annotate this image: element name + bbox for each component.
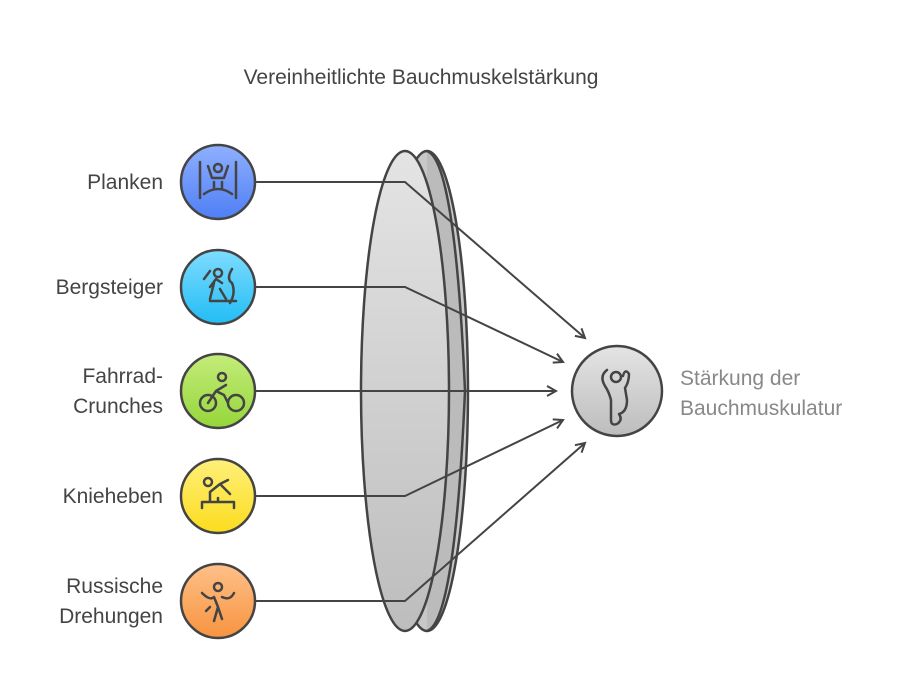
input-label: Planken	[87, 171, 163, 194]
input-node: Planken	[87, 143, 257, 221]
connector-arrow	[256, 286, 563, 362]
connections	[256, 181, 585, 602]
input-label: Drehungen	[59, 605, 163, 628]
output-label-line1: Stärkung der	[680, 367, 800, 390]
ab-muscle-icon	[601, 368, 631, 426]
input-label: Russische	[66, 575, 163, 598]
twisting-person-icon	[200, 581, 236, 623]
input-node: Knieheben	[63, 457, 257, 535]
climber-icon	[202, 267, 238, 305]
cyclist-icon	[198, 371, 246, 413]
connector-arrow	[256, 181, 585, 338]
input-circle	[179, 143, 257, 221]
input-label: Knieheben	[63, 485, 163, 508]
input-label: Fahrrad-	[82, 365, 163, 388]
input-node: Fahrrad- Crunches	[73, 352, 257, 430]
input-circle	[179, 457, 257, 535]
svg-text:Fahrrad-Crunches: Fahrrad- Crunches	[73, 365, 163, 418]
input-node: Bergsteiger	[56, 248, 257, 326]
diagram-title: Vereinheitlichte Bauchmuskelstärkung	[244, 66, 599, 89]
input-circle	[179, 248, 257, 326]
input-circle	[179, 562, 257, 640]
pull-up-icon	[198, 160, 238, 200]
input-label: Crunches	[73, 395, 163, 418]
output-label-line2: Bauchmuskulatur	[680, 397, 842, 420]
connector-arrow	[256, 443, 585, 602]
svg-text:Bergsteiger: Bergsteiger	[56, 276, 163, 299]
svg-text:Planken: Planken	[87, 171, 163, 194]
connector-arrow	[256, 420, 563, 497]
svg-text:Knieheben: Knieheben	[63, 485, 163, 508]
gymnast-icon	[200, 476, 236, 510]
input-label: Bergsteiger	[56, 276, 163, 299]
